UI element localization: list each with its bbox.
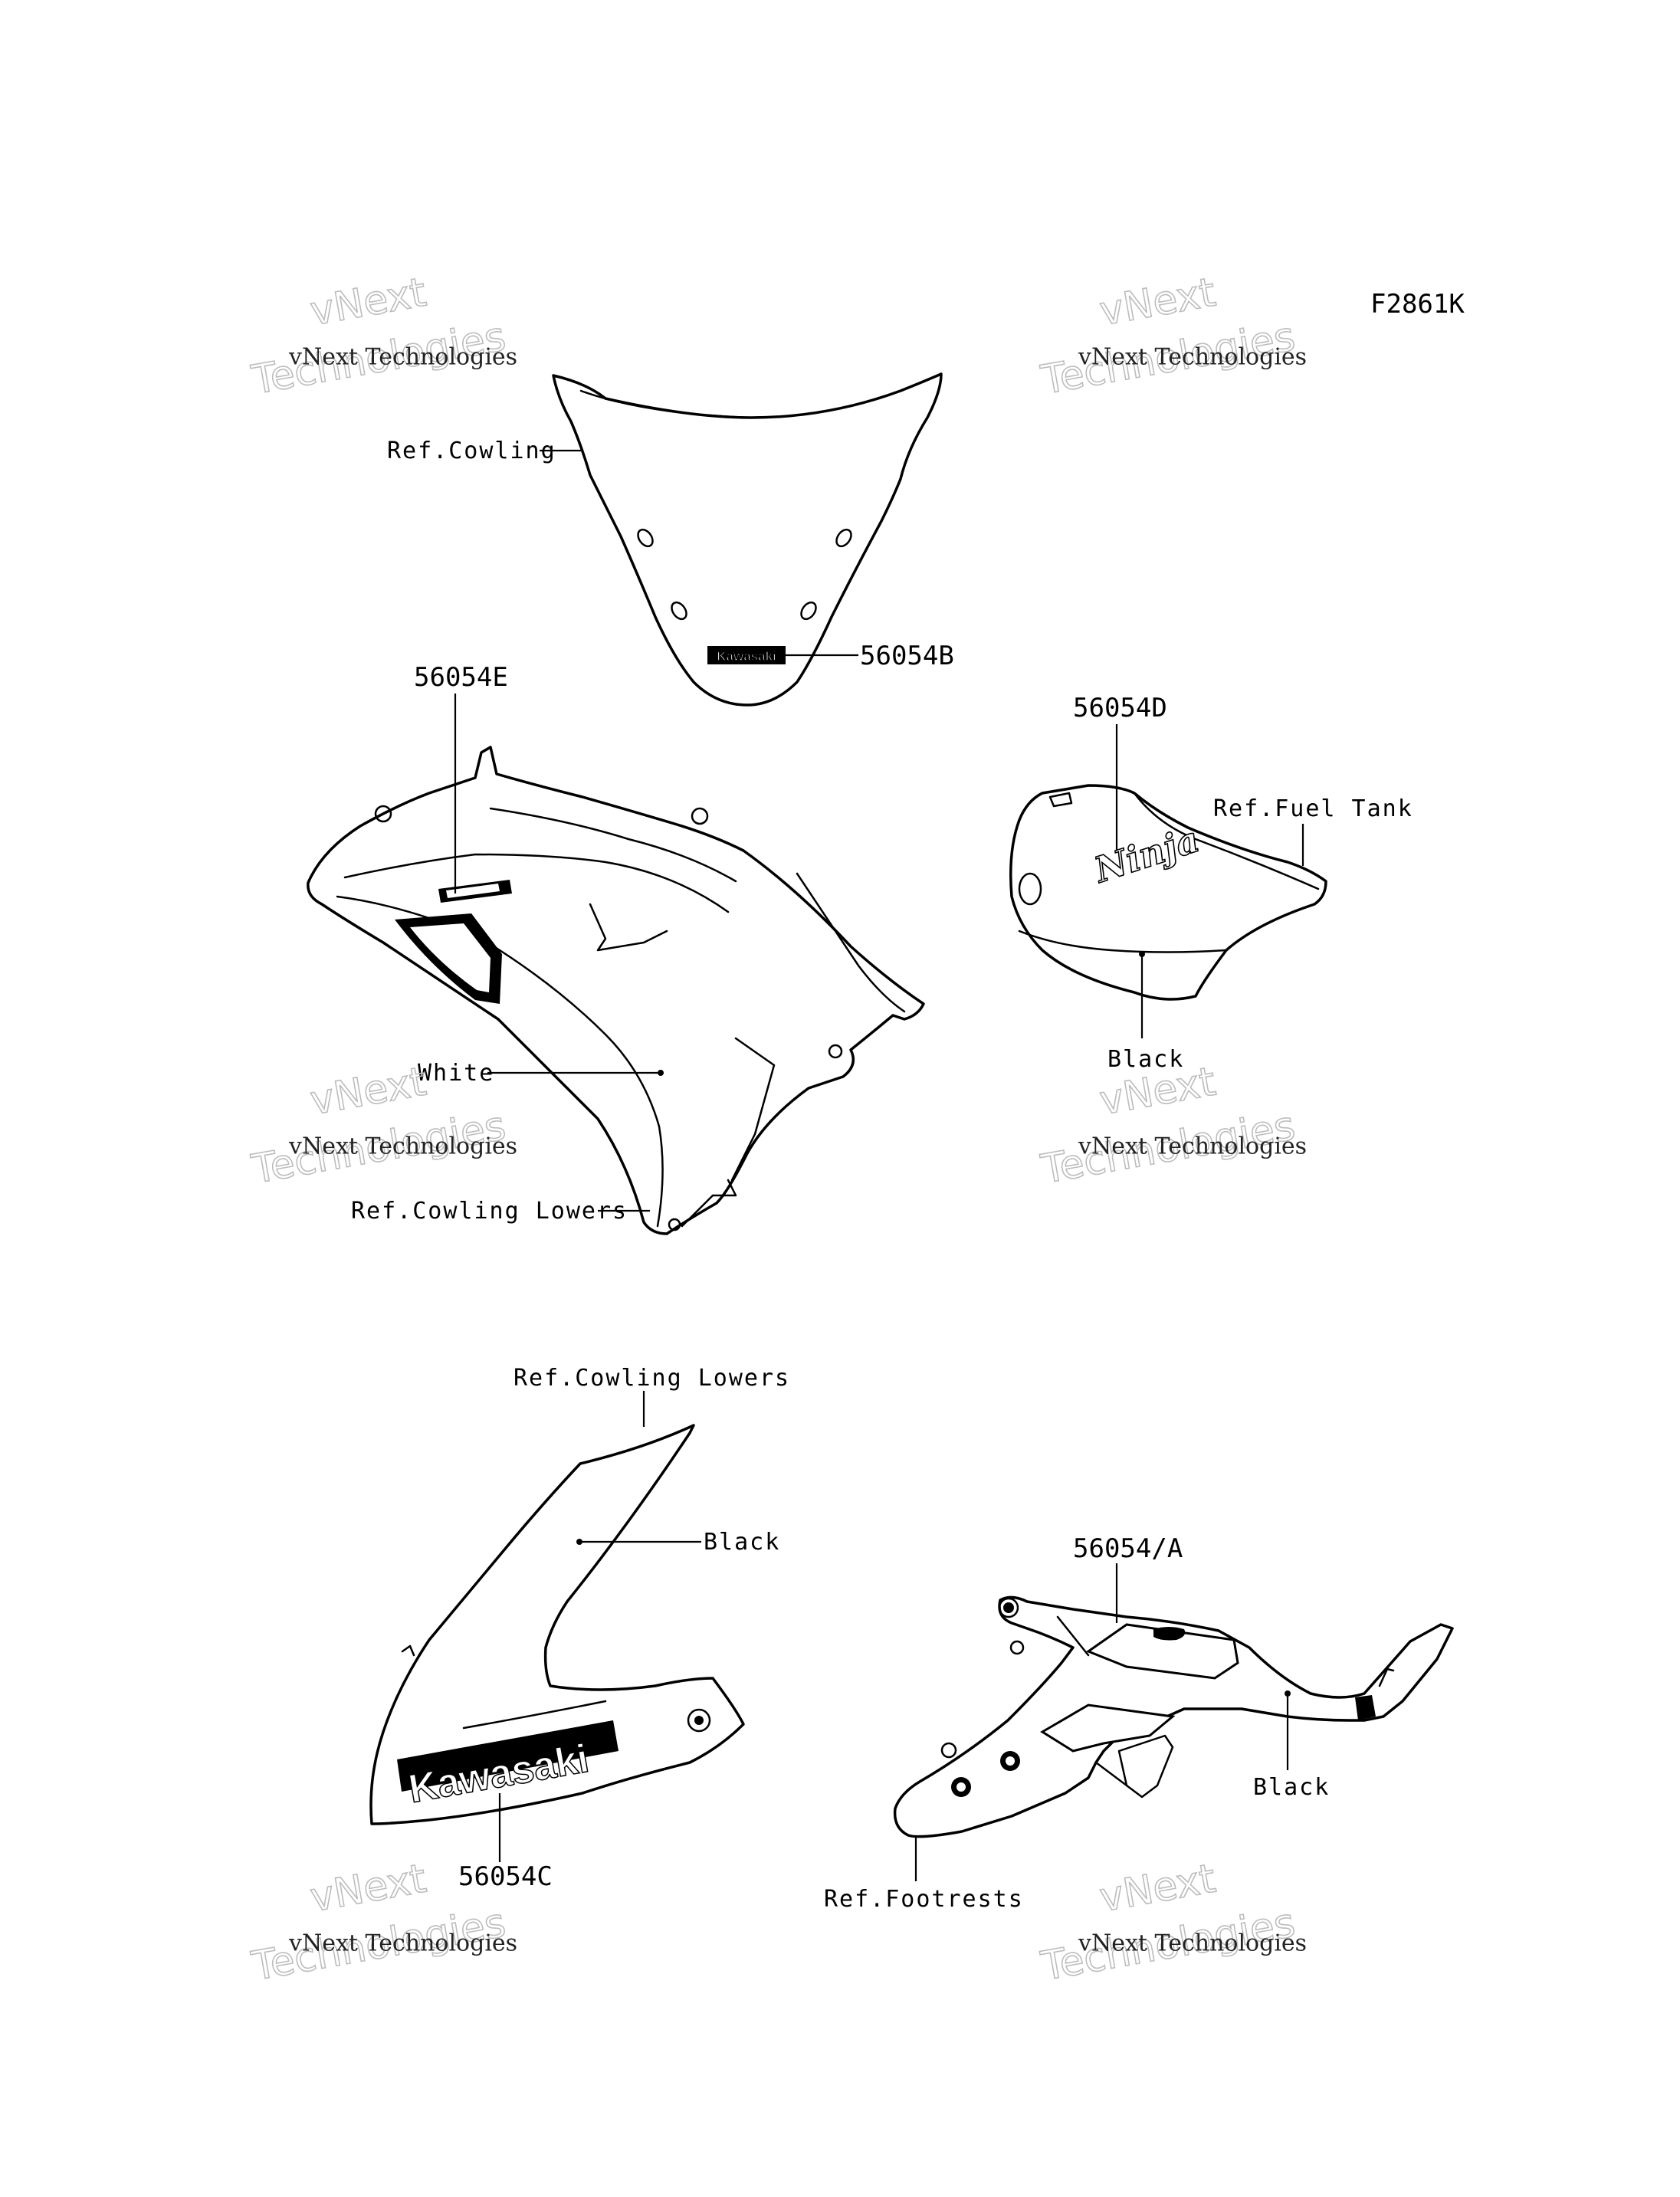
label-56054D: 56054D — [1073, 693, 1167, 723]
label-ref-footrests: Ref.Footrests — [824, 1886, 1024, 1913]
label-ref-fuel-tank: Ref.Fuel Tank — [1213, 795, 1413, 822]
label-white: White — [418, 1060, 494, 1087]
svg-text:vNext Technologies: vNext Technologies — [288, 1133, 517, 1160]
label-black-footrest: Black — [1253, 1774, 1330, 1801]
label-56054B: 56054B — [860, 641, 954, 671]
fuel-tank-part: Ninja — [1009, 784, 1327, 1001]
footrest-bracket-part — [893, 1595, 1454, 1838]
windscreen-logo-decal: Kawasaki — [717, 649, 776, 664]
watermark-top-left: vNext Technologies vNext Technologies — [248, 269, 517, 405]
svg-text:vNext: vNext — [307, 1856, 429, 1921]
windscreen-part: Kawasaki — [552, 372, 943, 707]
figure-code: F2861K — [1370, 289, 1465, 320]
watermark-bottom-right: vNext Technologies vNext Technologies — [1037, 1855, 1307, 1991]
svg-text:vNext Technologies: vNext Technologies — [288, 344, 517, 371]
label-56054C: 56054C — [458, 1861, 553, 1892]
svg-text:vNext Technologies: vNext Technologies — [1078, 1930, 1307, 1957]
label-black-tank: Black — [1107, 1046, 1184, 1073]
watermark-top-right: vNext Technologies vNext Technologies — [1037, 269, 1307, 405]
lower-cowling-part: Kawasaki — [369, 1424, 745, 1825]
watermark-middle-right: vNext Technologies vNext Technologies — [1037, 1058, 1307, 1194]
label-black-lower: Black — [704, 1529, 780, 1556]
svg-text:vNext: vNext — [307, 1059, 429, 1124]
side-cowling-part — [307, 746, 925, 1235]
label-ref-cowling-lowers-1: Ref.Cowling Lowers — [351, 1198, 628, 1225]
label-ref-cowling: Ref.Cowling — [387, 438, 556, 464]
svg-text:vNext Technologies: vNext Technologies — [1078, 1133, 1307, 1160]
svg-text:vNext Technologies: vNext Technologies — [288, 1930, 517, 1957]
label-56054E: 56054E — [414, 662, 508, 693]
svg-text:vNext: vNext — [1096, 1856, 1219, 1921]
label-ref-cowling-lowers-2: Ref.Cowling Lowers — [514, 1365, 790, 1392]
svg-text:vNext: vNext — [307, 270, 429, 335]
svg-text:vNext Technologies: vNext Technologies — [1078, 344, 1307, 371]
label-56054A: 56054/A — [1073, 1533, 1183, 1564]
svg-text:vNext: vNext — [1096, 270, 1219, 335]
